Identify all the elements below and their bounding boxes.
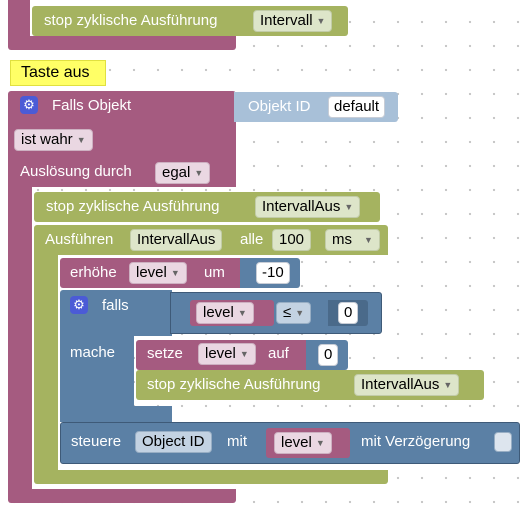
stop-block[interactable]: stop zyklische Ausführung IntervallAus▼ xyxy=(34,192,380,222)
if-label: falls xyxy=(102,297,129,314)
set-label: setze xyxy=(147,345,183,362)
compare-left-block[interactable]: level▼ xyxy=(190,300,274,326)
chevron-down-icon: ▼ xyxy=(170,268,180,278)
top-interval-dropdown[interactable]: Intervall▼ xyxy=(253,10,333,32)
chevron-down-icon: ▼ xyxy=(316,16,326,26)
compare-right-block[interactable]: 0 xyxy=(328,300,368,326)
increment-amount-field[interactable]: -10 xyxy=(256,262,290,284)
compare-operator-value: ≤ xyxy=(283,304,292,321)
object-id-label: Objekt ID xyxy=(248,98,311,115)
set-block[interactable]: setze level▼ auf xyxy=(136,340,310,370)
do-label: mache xyxy=(70,344,116,361)
exec-unit-dropdown[interactable]: ms ▼ xyxy=(325,229,380,251)
trigger-by-dropdown[interactable]: egal▼ xyxy=(155,162,211,184)
condition-value: ist wahr xyxy=(21,131,73,148)
chevron-down-icon: ▼ xyxy=(194,168,204,178)
compare-variable-value: level xyxy=(203,304,234,321)
object-id-value[interactable]: default xyxy=(328,96,386,118)
stop-interval-value: IntervallAus xyxy=(262,198,341,215)
exec-interval-field[interactable]: 100 xyxy=(272,229,312,251)
set-value-field[interactable]: 0 xyxy=(318,344,339,366)
trigger-left-rail xyxy=(8,187,32,491)
compare-value-field[interactable]: 0 xyxy=(338,302,359,324)
if-bottom xyxy=(60,406,172,422)
chevron-down-icon: ▼ xyxy=(295,308,305,318)
chevron-down-icon: ▼ xyxy=(315,438,325,448)
control-with-label: mit xyxy=(227,433,247,450)
increment-variable-dropdown[interactable]: level▼ xyxy=(129,262,187,284)
comment-bubble[interactable]: Taste aus xyxy=(10,60,106,86)
chevron-down-icon: ▼ xyxy=(364,235,373,245)
chevron-down-icon: ▼ xyxy=(344,202,354,212)
chevron-down-icon: ▼ xyxy=(239,349,249,359)
top-stop-label: stop zyklische Ausführung xyxy=(44,12,218,29)
trigger-by-label: Auslösung durch xyxy=(20,163,132,180)
inner-stop-value: IntervallAus xyxy=(361,376,440,393)
chevron-down-icon: ▼ xyxy=(76,135,86,145)
stop-interval-dropdown[interactable]: IntervallAus▼ xyxy=(255,196,361,218)
condition-dropdown[interactable]: ist wahr▼ xyxy=(14,129,93,151)
inner-stop-label: stop zyklische Ausführung xyxy=(147,376,321,393)
gear-icon[interactable]: ⚙ xyxy=(20,96,38,114)
object-id-block[interactable]: Objekt ID default xyxy=(234,92,398,122)
increment-variable-value: level xyxy=(136,264,167,281)
set-variable-value: level xyxy=(205,345,236,362)
trigger-bottom xyxy=(8,489,236,503)
exec-left-rail xyxy=(34,255,58,471)
control-value-dropdown[interactable]: level▼ xyxy=(274,432,332,454)
exec-block-header[interactable]: Ausführen IntervallAus alle 100 ms ▼ xyxy=(34,225,388,255)
stop-label: stop zyklische Ausführung xyxy=(46,198,220,215)
top-stop-block[interactable]: stop zyklische Ausführung Intervall▼ xyxy=(32,6,348,36)
exec-unit-value: ms xyxy=(332,231,352,248)
top-interval-value: Intervall xyxy=(260,12,313,29)
increment-block[interactable]: erhöhe level▼ um xyxy=(60,258,242,288)
previous-block-bottom xyxy=(8,36,236,50)
control-value-block[interactable]: level▼ xyxy=(266,428,350,458)
control-value-value: level xyxy=(281,434,312,451)
set-variable-dropdown[interactable]: level▼ xyxy=(198,343,256,365)
exec-bottom xyxy=(34,470,388,484)
chevron-down-icon: ▼ xyxy=(237,308,247,318)
increment-label: erhöhe xyxy=(70,264,117,281)
trigger-by-value: egal xyxy=(162,164,191,181)
set-to-label: auf xyxy=(268,345,289,362)
compare-operator-dropdown[interactable]: ≤▼ xyxy=(276,302,312,324)
exec-every-label: alle xyxy=(240,231,264,248)
control-label: steuere xyxy=(71,433,122,450)
set-value-block[interactable]: 0 xyxy=(306,340,348,370)
control-delay-checkbox[interactable] xyxy=(494,432,512,452)
inner-stop-dropdown[interactable]: IntervallAus▼ xyxy=(354,374,460,396)
inner-stop-block[interactable]: stop zyklische Ausführung IntervallAus▼ xyxy=(136,370,484,400)
chevron-down-icon: ▼ xyxy=(443,380,453,390)
comment-text: Taste aus xyxy=(21,64,90,81)
increment-by-label: um xyxy=(204,264,225,281)
trigger-label: Falls Objekt xyxy=(52,97,132,114)
exec-name-field[interactable]: IntervallAus xyxy=(130,229,223,251)
gear-icon[interactable]: ⚙ xyxy=(70,296,88,314)
compare-variable-dropdown[interactable]: level▼ xyxy=(196,302,254,324)
control-delay-label: mit Verzögerung xyxy=(361,433,471,450)
increment-amount-block[interactable]: -10 xyxy=(240,258,300,288)
control-object-field[interactable]: Object ID xyxy=(135,431,212,453)
exec-label: Ausführen xyxy=(45,231,114,248)
previous-block-rail xyxy=(8,0,30,40)
